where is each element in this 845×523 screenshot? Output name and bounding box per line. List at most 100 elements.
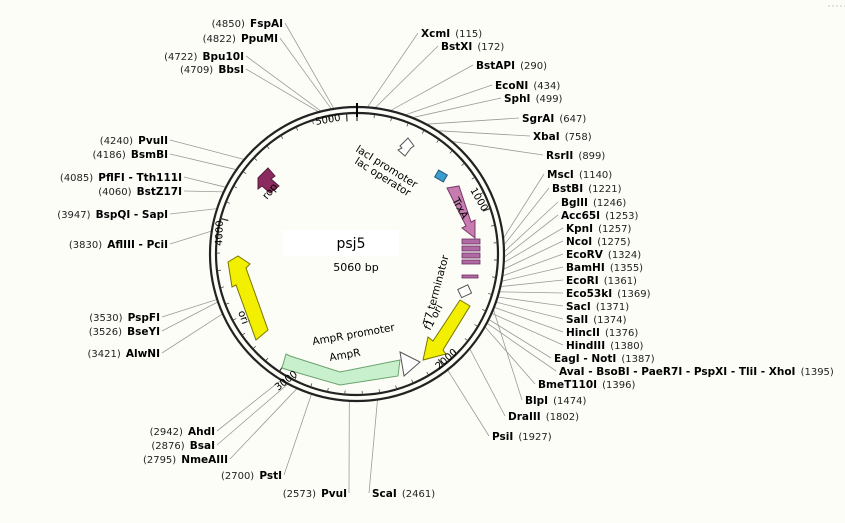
site-position: (1275) [597, 237, 630, 248]
scale-tick [453, 350, 457, 355]
site-position: (4060) [98, 187, 131, 198]
site-position: (1253) [605, 211, 638, 222]
restriction-site-label: BamHI (1355) [566, 256, 643, 275]
site-name: PpuMI [241, 33, 278, 45]
site-position: (4709) [180, 65, 213, 76]
restriction-site-label: SacI (1371) [566, 295, 629, 314]
restriction-site-label: (2573) PvuI [283, 482, 347, 501]
site-name: Eco53kI [566, 288, 612, 300]
restriction-site-label: (4850) FspAI [212, 12, 283, 31]
site-position: (2700) [221, 471, 254, 482]
scale-tick [295, 126, 299, 131]
site-position: (4722) [164, 52, 197, 63]
plasmid-name: psj5 [337, 236, 366, 252]
site-position: (4085) [60, 173, 93, 184]
scale-tick [436, 139, 440, 143]
restriction-site-label: DraIII (1802) [508, 405, 579, 424]
site-name: SgrAI [522, 113, 554, 125]
site-position: (4240) [100, 136, 133, 147]
site-position: (758) [565, 132, 592, 143]
site-position: (2795) [143, 455, 176, 466]
scale-tick [217, 235, 222, 237]
site-position: (434) [533, 81, 560, 92]
site-leader-line [284, 22, 335, 109]
site-position: (1474) [553, 396, 586, 407]
restriction-site-label: EagI - NotI (1387) [554, 347, 655, 366]
site-leader-line [161, 313, 223, 354]
site-name: BamHI [566, 262, 605, 274]
restriction-site-label: SgrAI (647) [522, 107, 586, 126]
scale-tick [232, 318, 237, 321]
site-leader-line [501, 266, 564, 282]
site-name: NcoI [566, 236, 592, 248]
tick-label-5000: 5000 [315, 113, 342, 128]
scale-tick [373, 114, 375, 119]
restriction-site-label: (4709) BbsI [180, 58, 244, 77]
site-leader-line [161, 299, 218, 318]
restriction-site-label: BstBI (1221) [552, 177, 622, 196]
site-position: (2573) [283, 489, 316, 500]
scale-tick [449, 150, 453, 154]
site-name: AvaI - BsoBI - PaeR7I - PspXI - TliI - X… [559, 366, 795, 378]
site-leader-line [161, 301, 219, 332]
scale-tick [464, 338, 469, 342]
site-position: (499) [536, 94, 563, 105]
site-leader-line [503, 187, 550, 246]
site-leader-line [245, 55, 322, 112]
site-leader-line [183, 176, 227, 188]
scale-tick [406, 122, 409, 127]
restriction-site-label: EcoNI (434) [495, 74, 560, 93]
site-name: AhdI [188, 426, 215, 438]
plasmid-size: 5060 bp [333, 261, 378, 274]
scale-tick [266, 145, 270, 150]
site-leader-line [368, 399, 378, 494]
restriction-site-label: SalI (1374) [566, 308, 627, 327]
scale-tick [345, 113, 348, 122]
site-name: PstI [259, 470, 282, 482]
scale-tick [488, 293, 493, 295]
site-position: (1374) [593, 315, 626, 326]
site-position: (1387) [621, 354, 654, 365]
site-name: BglII [561, 197, 588, 209]
site-leader-line [366, 32, 419, 108]
site-leader-line [245, 68, 320, 113]
site-name: PflFI - Tth111I [98, 172, 182, 184]
scale-tick [461, 162, 465, 166]
restriction-site-label: HindIII (1380) [566, 334, 644, 353]
site-name: ScaI [372, 488, 397, 500]
site-leader-line [503, 214, 559, 258]
restriction-site-label: KpnI (1257) [566, 217, 631, 236]
site-position: (4822) [203, 34, 236, 45]
site-leader-line [169, 139, 245, 160]
ori-label: ori [235, 309, 251, 326]
site-name: BstXI [441, 41, 472, 53]
site-position: (115) [455, 29, 482, 40]
site-name: EagI - NotI [554, 353, 616, 365]
site-name: SalI [566, 314, 588, 326]
site-leader-line [495, 301, 564, 320]
site-position: (1380) [610, 341, 643, 352]
site-leader-line [169, 208, 218, 215]
restriction-site-label: (4186) BsmBI [93, 143, 168, 162]
restriction-site-label: EcoRV (1324) [566, 243, 641, 262]
site-position: (1221) [588, 184, 621, 195]
scale-tick [421, 129, 425, 134]
site-position: (1396) [602, 380, 635, 391]
site-position: (1246) [593, 198, 626, 209]
scale-tick [294, 376, 297, 381]
scale-tick [311, 120, 314, 125]
restriction-site-label: XcmI (115) [421, 22, 482, 41]
ampr-promoter-arrow [399, 351, 421, 377]
ori-arrow [227, 255, 269, 341]
title-box [282, 230, 399, 256]
restriction-site-label: (3947) BspQI - SapI [57, 203, 168, 222]
restriction-site-label: BglII (1246) [561, 191, 626, 210]
restriction-site-label: (4822) PpuMI [203, 27, 278, 46]
site-name: BsaI [190, 440, 215, 452]
restriction-site-label: SphI (499) [504, 87, 563, 106]
laci-promoter-arrow [397, 137, 415, 157]
site-name: BmeT110I [538, 379, 597, 391]
site-name: FspAI [250, 18, 283, 30]
site-name: BseYI [127, 326, 160, 338]
